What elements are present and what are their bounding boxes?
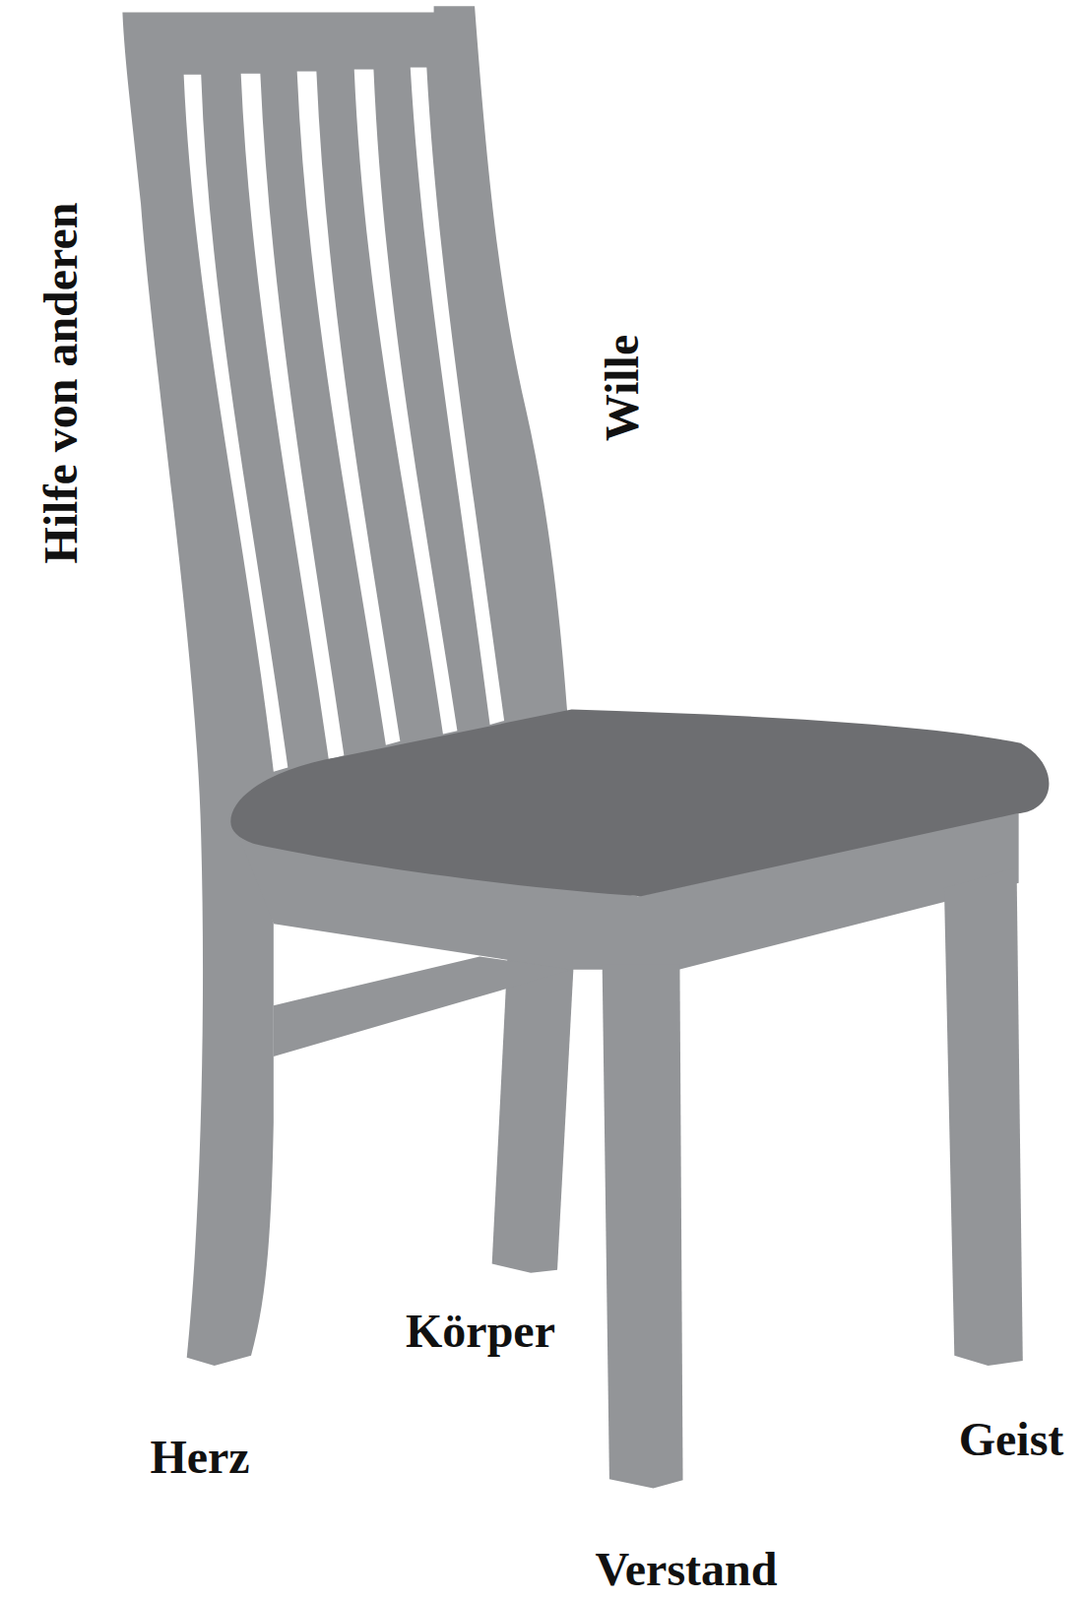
chair-leg bbox=[492, 958, 575, 1273]
chair-leg bbox=[602, 964, 684, 1489]
chair-seat bbox=[230, 709, 1049, 897]
chair-part-label: Hilfe von anderen bbox=[35, 201, 88, 564]
chair-leg bbox=[944, 867, 1023, 1366]
chair-back bbox=[122, 5, 568, 1366]
chair-part-label: Geist bbox=[958, 1413, 1065, 1467]
chair-part-label: Wille bbox=[596, 334, 649, 442]
chair-part-label: Verstand bbox=[595, 1543, 778, 1597]
chair-part-label: Herz bbox=[149, 1431, 250, 1484]
chair-part-label: Körper bbox=[405, 1305, 556, 1358]
chair-slat-gaps bbox=[184, 66, 506, 771]
